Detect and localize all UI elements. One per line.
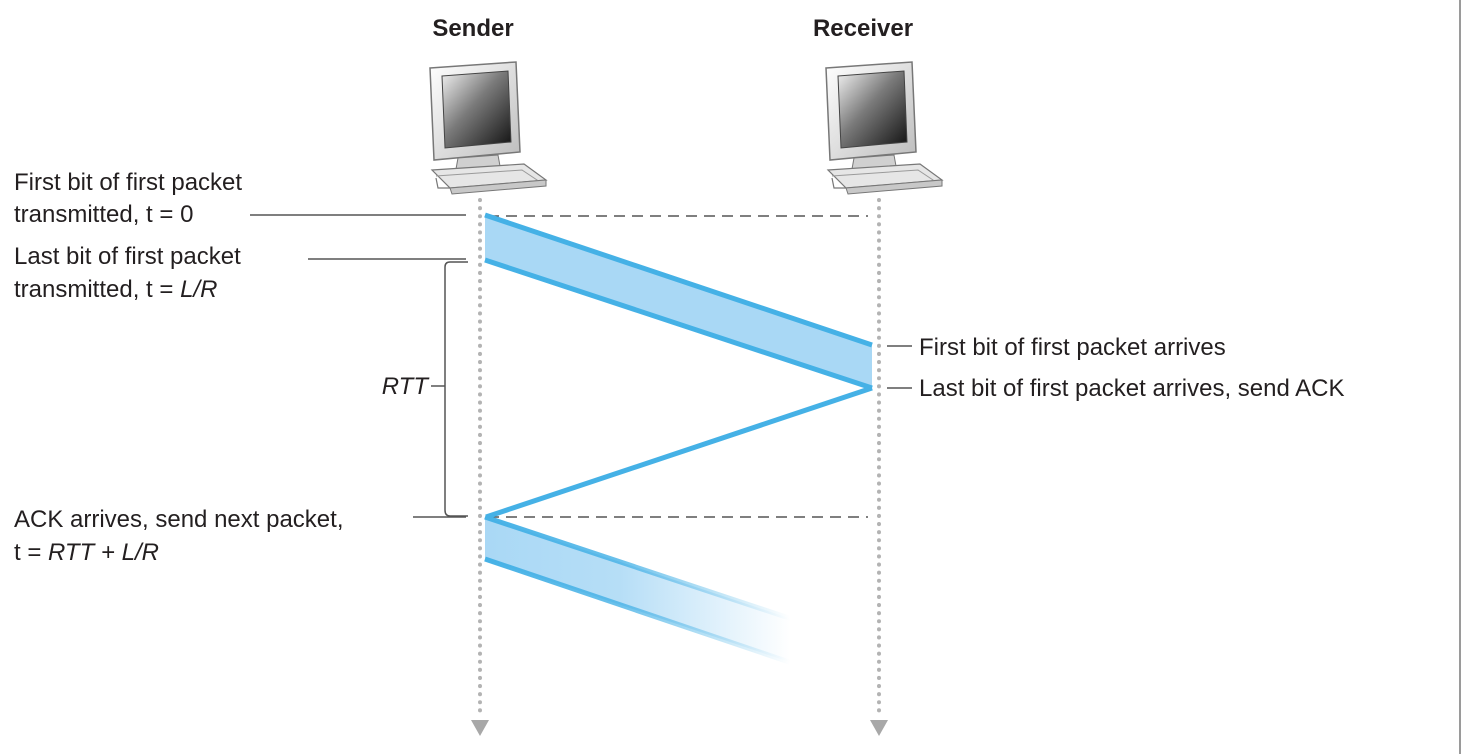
next-packet-band [485,517,795,664]
next-packet-leading-edge [484,514,796,623]
receiver-timeline-arrow [870,720,888,736]
sender-title: Sender [432,15,513,42]
first-bit-sent-label-line2: transmitted, t = 0 [14,201,193,228]
last-bit-sent-label-line2: transmitted, t = L/R [14,276,217,303]
sender-computer-icon [429,61,548,195]
ack-arrives-label-line2: t = RTT + L/R [14,539,159,566]
rtt-label: RTT [382,373,431,400]
ack-arrives-label-line1: ACK arrives, send next packet, [14,506,343,533]
ack-line [485,385,873,520]
rtt-bracket [444,261,468,517]
last-bit-arrives-label: Last bit of first packet arrives, send A… [919,375,1345,402]
first-bit-arrives-label: First bit of first packet arrives [919,334,1226,361]
first-bit-sent-label-line1: First bit of first packet [14,169,242,196]
next-packet-trailing-edge [484,556,796,667]
first-packet-band [485,215,872,388]
first-packet-leading-edge [484,212,873,348]
last-bit-sent-label-line1: Last bit of first packet [14,243,241,270]
receiver-computer-icon [825,61,944,195]
sender-timeline-arrow [471,720,489,736]
first-packet-trailing-edge [484,257,873,391]
receiver-title: Receiver [813,15,913,42]
